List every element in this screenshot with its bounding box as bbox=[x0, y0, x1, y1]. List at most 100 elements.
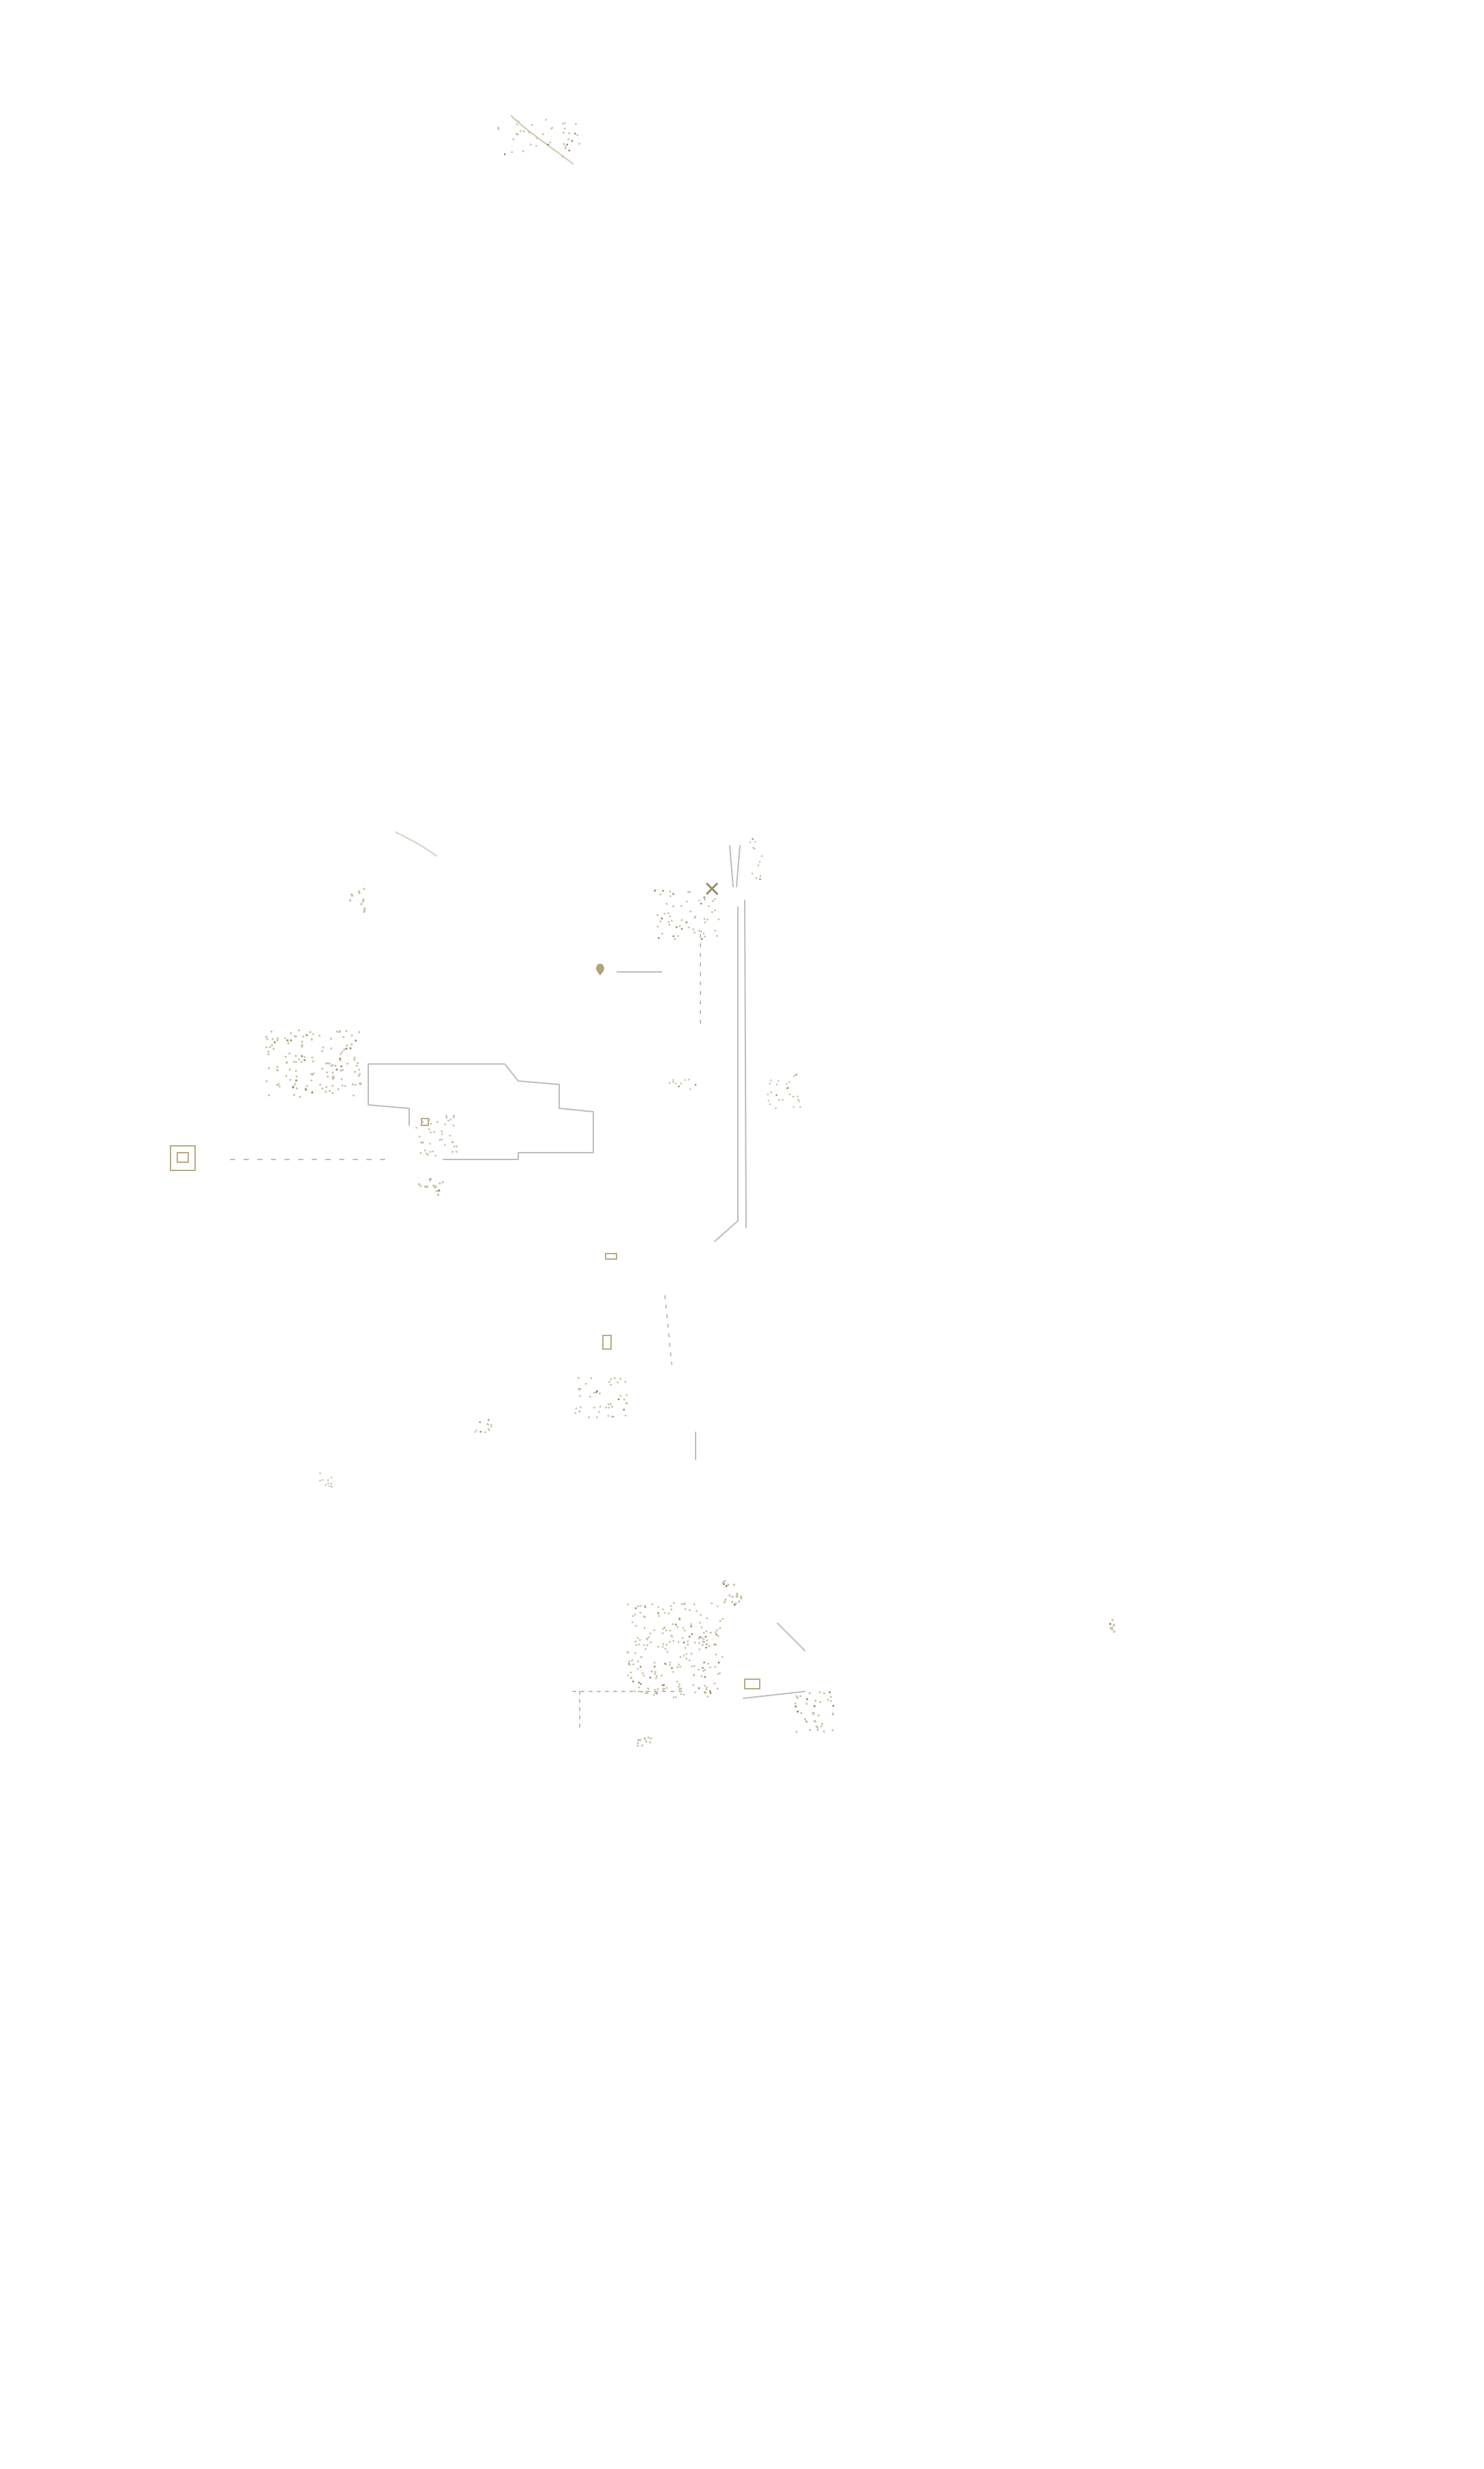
road-fork bbox=[729, 845, 741, 887]
map-point-5-150 bbox=[692, 1684, 695, 1687]
map-point-9-12 bbox=[417, 1183, 420, 1185]
map-point-1-54 bbox=[326, 1071, 328, 1074]
map-point-7-38 bbox=[814, 1720, 816, 1723]
map-point-1-121 bbox=[336, 1068, 338, 1071]
map-point-3-14 bbox=[687, 891, 689, 893]
map-point-5-161 bbox=[700, 1675, 703, 1678]
map-point-1-61 bbox=[330, 1065, 333, 1067]
map-point-2-4 bbox=[445, 1114, 447, 1117]
map-point-5-132 bbox=[698, 1668, 700, 1671]
map-point-4-16 bbox=[769, 1103, 771, 1106]
compound-left bbox=[170, 1145, 196, 1171]
map-point-16-3 bbox=[749, 841, 752, 844]
map-point-13-8 bbox=[484, 1431, 486, 1434]
map-point-5-64 bbox=[681, 1637, 684, 1640]
map-point-2-7 bbox=[429, 1151, 432, 1153]
map-point-0-6 bbox=[568, 149, 570, 152]
map-point-5-186 bbox=[653, 1629, 655, 1631]
map-point-1-71 bbox=[309, 1031, 312, 1033]
map-point-1-90 bbox=[295, 1054, 297, 1057]
map-point-1-42 bbox=[284, 1037, 286, 1039]
map-point-5-129 bbox=[696, 1610, 698, 1612]
map-point-5-199 bbox=[668, 1612, 670, 1615]
map-point-5-86 bbox=[683, 1629, 686, 1631]
map-point-1-14 bbox=[276, 1037, 279, 1039]
map-point-5-82 bbox=[703, 1661, 705, 1664]
map-point-6-43 bbox=[625, 1402, 627, 1404]
map-point-0-32 bbox=[512, 138, 515, 141]
map-point-5-168 bbox=[655, 1692, 657, 1694]
map-point-1-101 bbox=[310, 1038, 313, 1041]
map-point-1-73 bbox=[303, 1059, 306, 1061]
map-point-5-145 bbox=[666, 1687, 668, 1689]
map-point-8-7 bbox=[350, 893, 353, 896]
map-point-14-3 bbox=[694, 1084, 697, 1086]
map-point-5-41 bbox=[690, 1625, 692, 1628]
map-point-11-4 bbox=[1109, 1627, 1112, 1629]
map-point-5-103 bbox=[706, 1617, 708, 1620]
map-point-5-2 bbox=[657, 1646, 659, 1648]
map-point-5-42 bbox=[635, 1625, 638, 1627]
map-point-6-11 bbox=[608, 1380, 610, 1383]
map-point-0-8 bbox=[520, 130, 522, 132]
map-point-3-37 bbox=[698, 930, 700, 932]
map-point-6-9 bbox=[589, 1395, 591, 1398]
map-point-3-40 bbox=[685, 900, 688, 903]
map-point-0-28 bbox=[571, 140, 574, 143]
map-point-2-35 bbox=[449, 1119, 452, 1121]
map-point-7-2 bbox=[821, 1722, 823, 1725]
map-point-3-42 bbox=[659, 920, 662, 923]
map-point-3-34 bbox=[703, 896, 706, 899]
map-point-5-166 bbox=[628, 1664, 631, 1666]
map-point-5-61 bbox=[703, 1685, 706, 1687]
map-point-5-153 bbox=[693, 1665, 696, 1668]
map-point-2-12 bbox=[428, 1119, 431, 1121]
map-point-0-4 bbox=[561, 123, 564, 125]
map-point-1-135 bbox=[267, 1050, 270, 1053]
map-point-1-7 bbox=[301, 1046, 303, 1048]
map-point-5-212 bbox=[710, 1631, 712, 1634]
map-point-5-158 bbox=[693, 1674, 695, 1676]
map-point-5-173 bbox=[704, 1676, 707, 1679]
map-point-1-37 bbox=[340, 1069, 342, 1072]
map-point-0-2 bbox=[511, 151, 514, 153]
map-point-5-48 bbox=[653, 1666, 656, 1668]
map-point-5-169 bbox=[660, 1674, 663, 1677]
map-point-2-11 bbox=[426, 1152, 428, 1155]
map-point-5-188 bbox=[684, 1646, 687, 1649]
map-point-16-0 bbox=[757, 864, 760, 866]
map-point-1-5 bbox=[285, 1075, 288, 1078]
map-point-0-33 bbox=[567, 138, 569, 141]
map-point-5-111 bbox=[630, 1677, 633, 1679]
map-point-2-33 bbox=[430, 1123, 432, 1125]
map-point-5-99 bbox=[655, 1675, 658, 1678]
map-point-5-88 bbox=[670, 1667, 673, 1670]
map-point-5-83 bbox=[649, 1641, 652, 1644]
map-point-8-8 bbox=[363, 908, 366, 911]
map-point-5-62 bbox=[634, 1640, 637, 1643]
map-point-6-1 bbox=[610, 1378, 612, 1380]
map-point-5-115 bbox=[644, 1605, 647, 1607]
map-point-5-1 bbox=[694, 1691, 696, 1694]
map-point-1-58 bbox=[287, 1042, 290, 1045]
map-point-1-47 bbox=[286, 1039, 289, 1041]
building-mid bbox=[602, 1335, 612, 1350]
map-point-7-6 bbox=[818, 1691, 821, 1694]
map-point-5-72 bbox=[653, 1694, 655, 1696]
map-point-2-37 bbox=[428, 1128, 430, 1130]
map-point-1-63 bbox=[290, 1032, 292, 1035]
map-point-1-36 bbox=[329, 1090, 331, 1092]
map-point-12-8 bbox=[647, 1736, 650, 1739]
map-point-6-2 bbox=[610, 1403, 612, 1406]
map-point-3-41 bbox=[653, 889, 656, 892]
map-point-1-69 bbox=[278, 1082, 280, 1085]
map-point-1-114 bbox=[284, 1055, 287, 1058]
map-point-3-52 bbox=[664, 913, 666, 915]
map-point-5-138 bbox=[687, 1640, 689, 1642]
map-point-4-23 bbox=[775, 1094, 777, 1096]
map-point-3-15 bbox=[669, 895, 672, 898]
map-point-12-11 bbox=[649, 1741, 651, 1744]
map-point-1-118 bbox=[322, 1046, 325, 1049]
map-point-5-100 bbox=[698, 1649, 701, 1651]
